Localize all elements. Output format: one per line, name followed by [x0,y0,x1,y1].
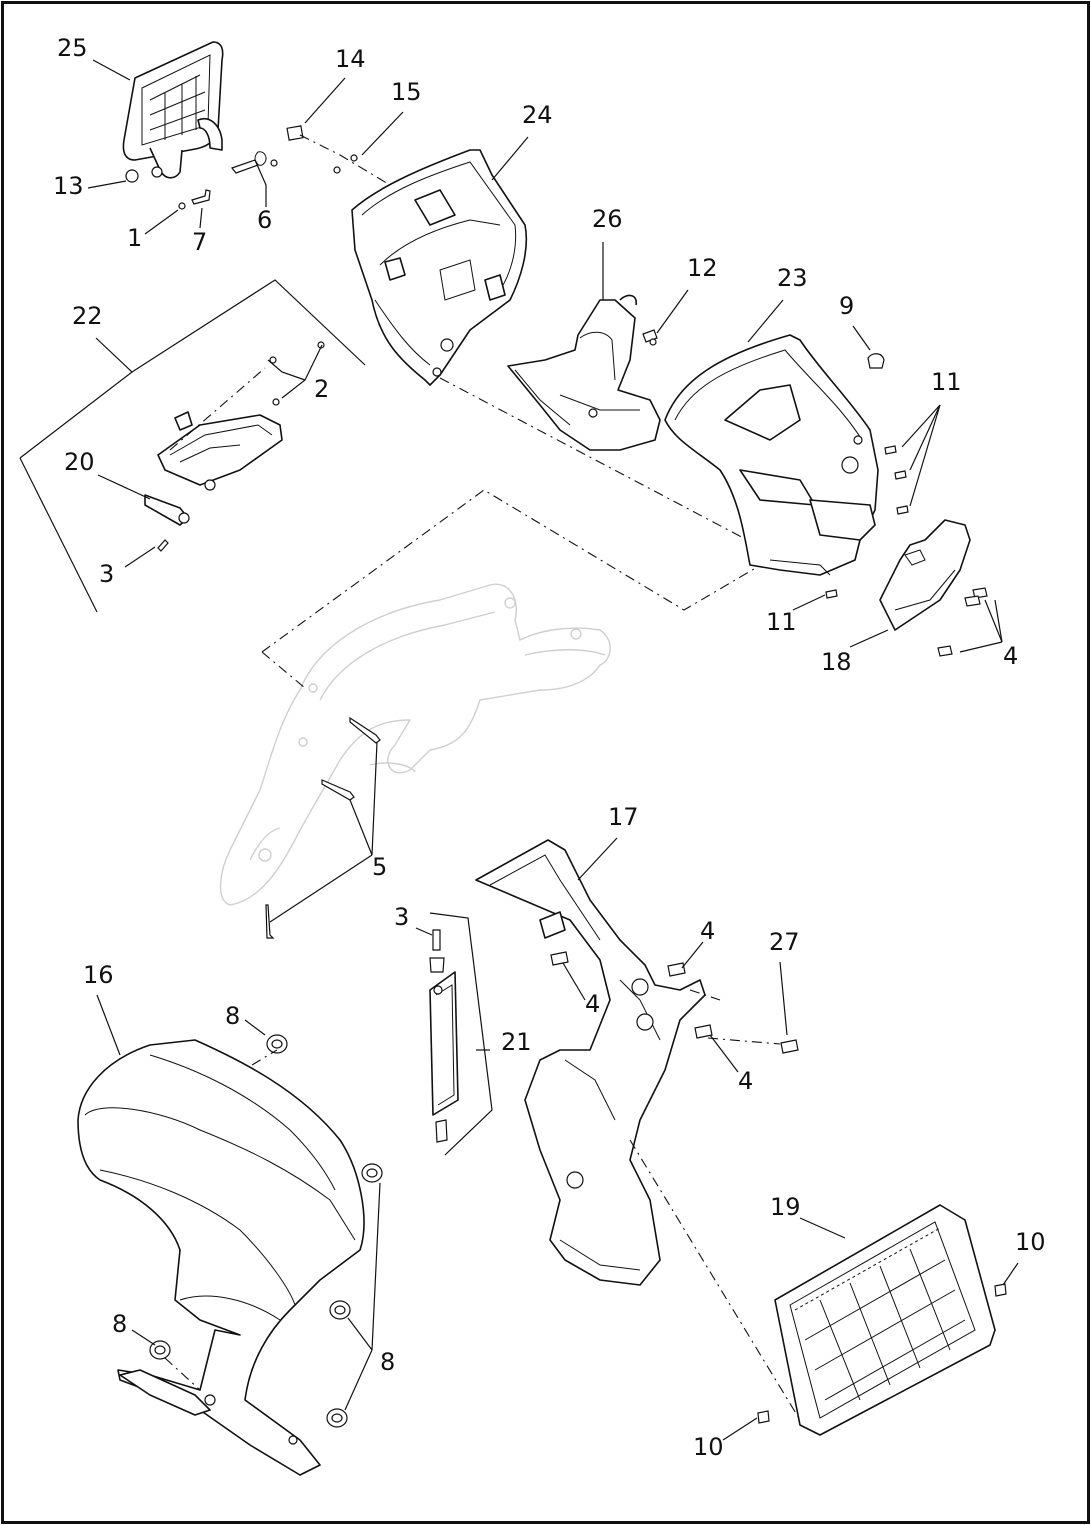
callout-1: 1 [127,224,142,252]
callout-3-lower: 3 [394,903,409,931]
part-5-bolts [265,716,381,939]
callout-4-b: 4 [585,990,600,1018]
part-24-inner-fairing [351,149,528,386]
dash-8-1 [251,1049,278,1066]
part-26-center-bracket [507,294,661,451]
callout-8-right: 8 [380,1348,395,1376]
dash-8-2 [164,1357,201,1391]
part-18-bracket [879,519,988,657]
dash-lower-3 [689,989,721,1001]
callout-11-lower: 11 [766,608,797,636]
callout-14: 14 [335,45,366,73]
callout-25: 25 [57,34,88,62]
frame-tubing-ghost [219,583,611,906]
callout-26: 26 [592,205,623,233]
part-22-switch-assembly [144,341,325,552]
callout-7: 7 [192,228,207,256]
callout-10-right: 10 [1015,1228,1046,1256]
callout-17: 17 [608,803,639,831]
part-23-outer-fairing [664,334,879,576]
hardware-right-upper [642,329,909,599]
callout-22: 22 [72,302,103,330]
callout-15: 15 [391,78,422,106]
part-8-grommets [149,1034,383,1428]
dash-top-1 [299,134,391,186]
callout-4-a: 4 [700,917,715,945]
part-16-lower-fairing [77,1039,365,1476]
leader-lines [19,59,1019,1441]
part-19-grille [757,1204,1007,1436]
assembly-dashed-box [261,489,801,653]
callout-21: 21 [501,1028,532,1056]
callout-6: 6 [257,206,272,234]
callout-24: 24 [522,101,553,129]
callout-4-c: 4 [738,1067,753,1095]
part-21-panel [429,929,459,1143]
callout-2: 2 [314,375,329,403]
callout-3-upper: 3 [99,560,114,588]
hardware-lower-middle [550,951,799,1054]
part-25-mesh-bracket [122,41,224,183]
dash-top-2 [169,367,266,451]
callout-4-upper: 4 [1003,642,1018,670]
callout-10-bottom: 10 [693,1433,724,1461]
callout-13: 13 [53,172,84,200]
callout-16: 16 [83,961,114,989]
callout-23: 23 [777,264,808,292]
callout-12: 12 [687,254,718,282]
assembly-dashed-line [261,651,306,689]
callout-19: 19 [770,1193,801,1221]
callout-18: 18 [821,648,852,676]
callout-8-top: 8 [225,1002,240,1030]
callout-5: 5 [372,853,387,881]
dash-lower-1 [629,1139,801,1421]
callout-27: 27 [769,928,800,956]
callout-11-top: 11 [931,368,962,396]
callout-9: 9 [839,292,854,320]
dash-lower-2 [707,1037,781,1045]
callout-8-left: 8 [112,1310,127,1338]
callout-20: 20 [64,448,95,476]
hardware-top-left [178,125,358,210]
part-17-lower-bracket [475,839,706,1286]
callout-labels: 25 14 15 24 13 1 7 6 26 12 23 9 22 2 11 … [53,34,1046,1461]
assembly-dashed-line-2 [439,377,771,553]
